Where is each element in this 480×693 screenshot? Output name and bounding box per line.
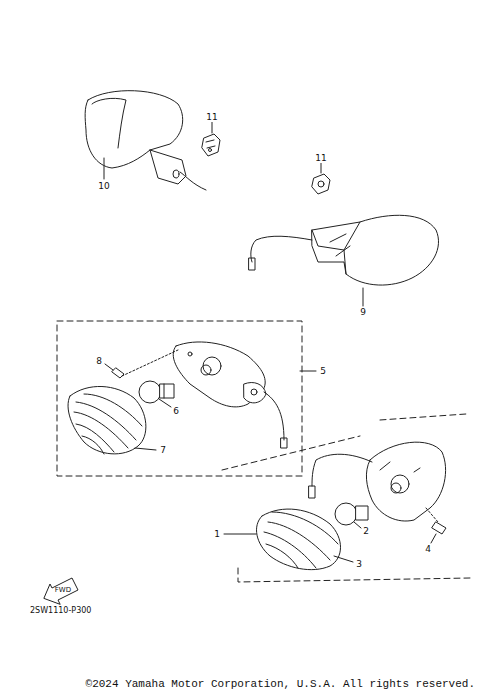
assembly-outline	[222, 414, 470, 582]
flasher-light-10	[85, 91, 206, 190]
callout-number: 11	[205, 113, 218, 122]
leader-line	[321, 163, 322, 173]
flasher-housing-5	[173, 342, 287, 448]
callout-number: 4	[424, 545, 432, 554]
leader-line	[334, 556, 353, 562]
leader-line	[224, 534, 256, 535]
socket-11	[312, 174, 330, 194]
forward-arrow	[44, 578, 78, 604]
callout-number: 6	[172, 407, 180, 416]
leader-line	[105, 364, 113, 370]
copyright-caption: ©2024 Yamaha Motor Corporation, U.S.A. A…	[85, 679, 476, 690]
lens-3	[256, 509, 340, 570]
flasher-light-9	[249, 215, 439, 285]
leader-line	[354, 522, 361, 528]
callout-number: 3	[355, 560, 363, 569]
callout-number: 9	[359, 308, 367, 317]
leader-line	[363, 288, 364, 306]
callout-number: 2	[362, 527, 370, 536]
direction-label: FWD	[54, 587, 72, 594]
screw-4	[432, 522, 446, 534]
bulb-6	[139, 381, 174, 403]
callout-number: 5	[319, 367, 327, 376]
screw-8	[112, 350, 178, 378]
callout-number: 1	[213, 530, 221, 539]
socket-11	[202, 134, 220, 156]
bulb-2	[335, 503, 368, 525]
leader-line	[300, 371, 316, 372]
leader-line	[135, 448, 156, 450]
callout-number: 10	[97, 182, 110, 191]
callout-number: 7	[159, 446, 167, 455]
callout-number: 11	[314, 154, 327, 163]
leader-line	[212, 122, 213, 133]
leader-line	[431, 534, 436, 543]
leader-line	[159, 399, 171, 407]
lens-7	[68, 386, 146, 454]
callout-number: 8	[95, 357, 103, 366]
assembly-outline	[57, 321, 302, 476]
leader-line	[104, 158, 105, 179]
figure-code: 2SW1110-P300	[29, 607, 92, 615]
flasher-housing-1	[309, 442, 446, 522]
